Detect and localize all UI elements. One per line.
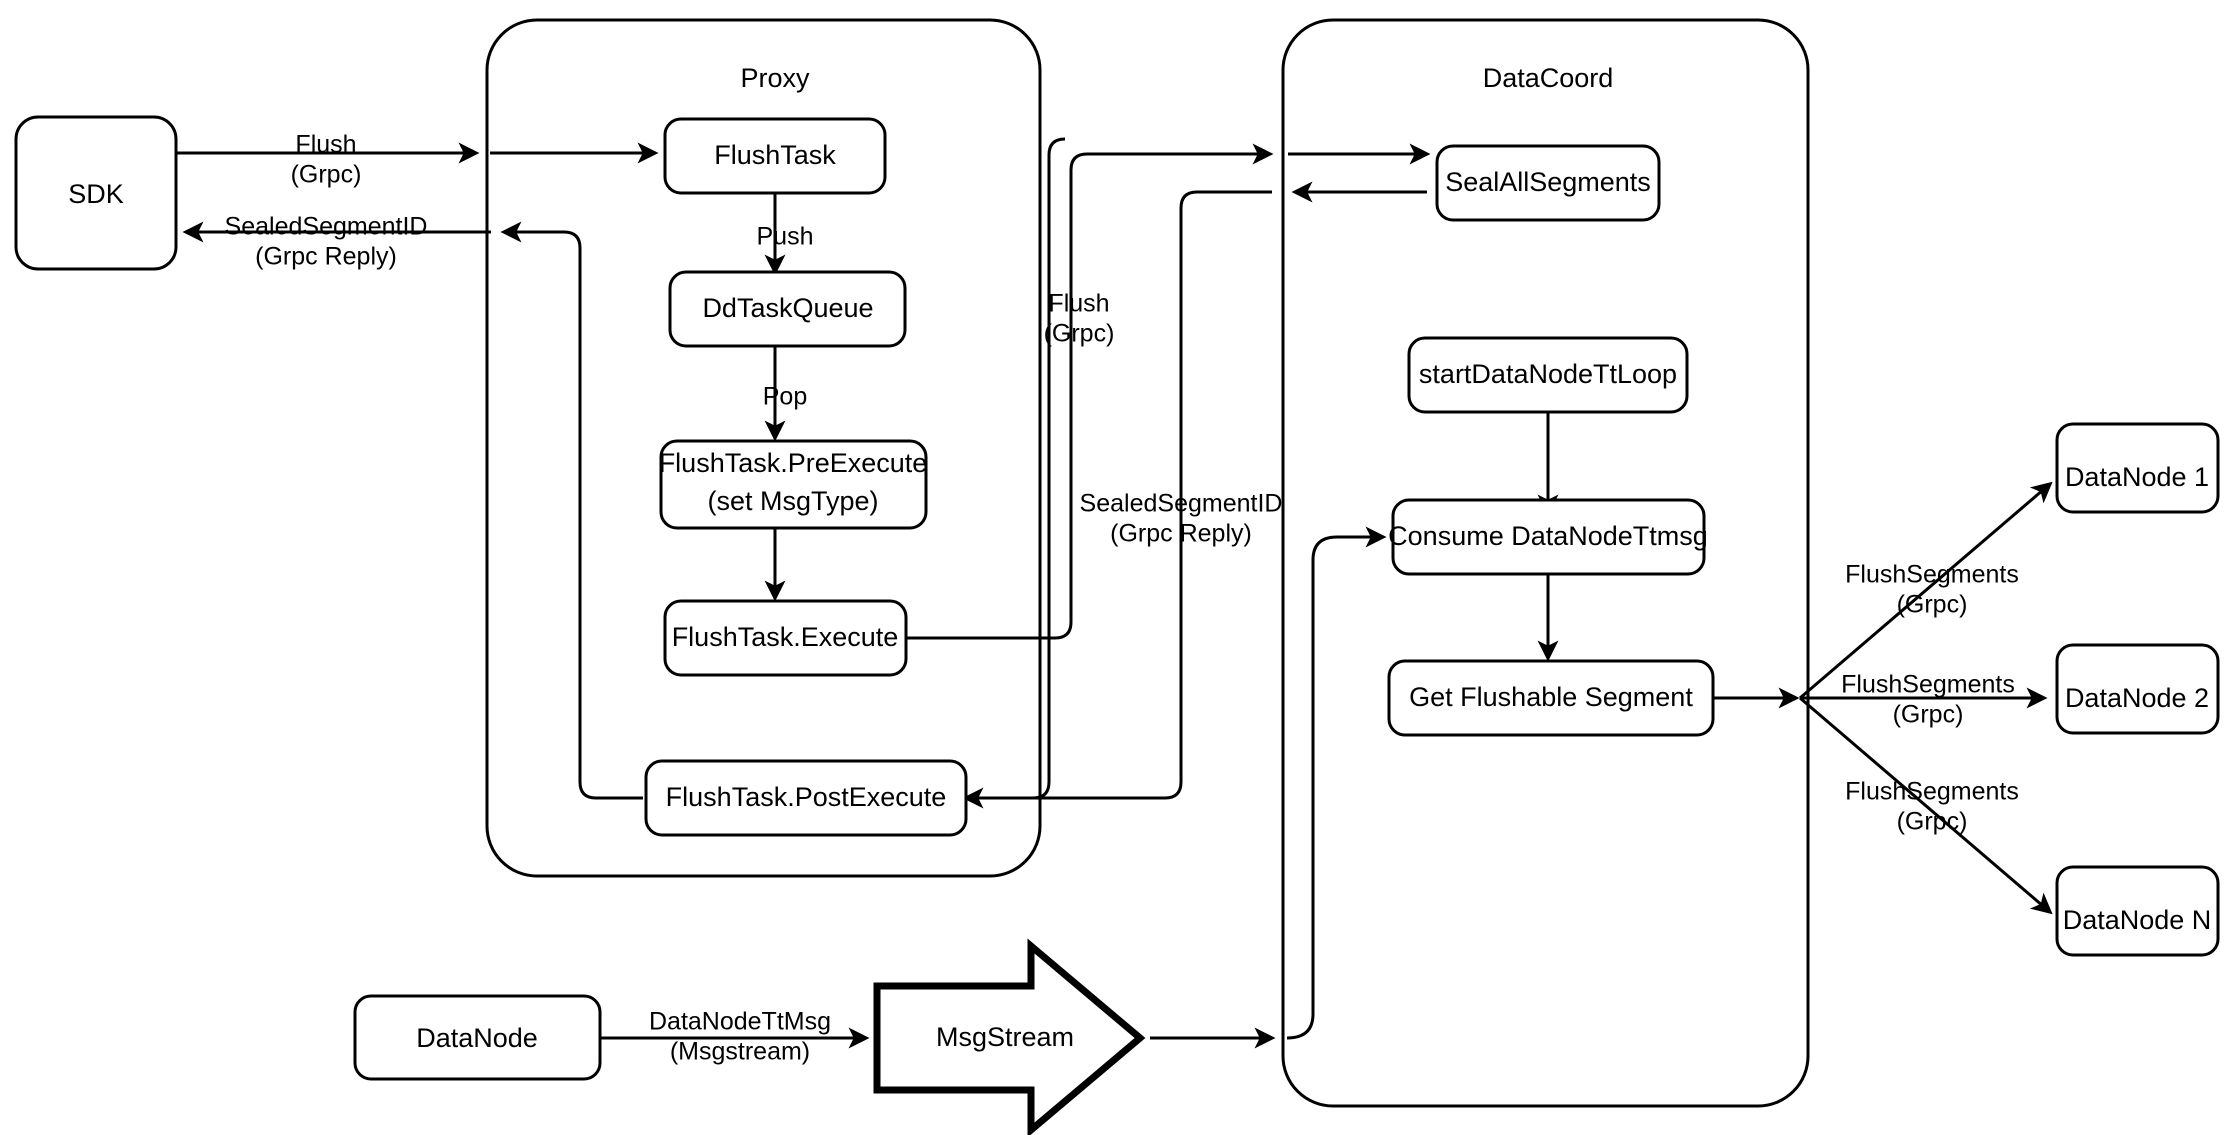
edge-label-proxy-coord-flush-line2: (Grpc) bbox=[1044, 320, 1115, 348]
edge-hub-to-datanode-n bbox=[1799, 696, 2053, 915]
datanode-2-box[interactable] bbox=[2055, 643, 2220, 735]
consume-datanodettmsg-label: Consume DataNodeTtmsg bbox=[1388, 521, 1708, 551]
node-datanode-n[interactable]: DataNode N bbox=[2055, 865, 2220, 957]
edge-label-flushsegments-n-line2: (Grpc) bbox=[1897, 808, 1968, 836]
postexecute-label: FlushTask.PostExecute bbox=[666, 782, 947, 812]
consume-datanodettmsg-box[interactable] bbox=[1391, 498, 1706, 576]
edge-label-proxy-coord-flush-line1: Flush bbox=[1048, 290, 1109, 318]
datanode-n-box[interactable] bbox=[2055, 865, 2220, 957]
datanode-1-label: DataNode 1 bbox=[2065, 462, 2209, 492]
edge-coordboundary-to-consume bbox=[1286, 526, 1387, 1040]
node-datanode-2[interactable]: DataNode 2 bbox=[2055, 643, 2220, 735]
msgstream-arrow-shape[interactable] bbox=[873, 938, 1146, 1135]
edge-label-sealedsegmentid-reply-line1: SealedSegmentID bbox=[225, 213, 428, 241]
node-postexecute[interactable]: FlushTask.PostExecute bbox=[644, 759, 968, 837]
node-flushtask[interactable]: FlushTask bbox=[663, 117, 887, 195]
edge-label-pop: Pop bbox=[763, 383, 807, 411]
edge-label-flushsegments-1-line2: (Grpc) bbox=[1897, 591, 1968, 619]
edge-label-push: Push bbox=[757, 223, 814, 251]
get-flushable-segment-label: Get Flushable Segment bbox=[1409, 682, 1693, 712]
datanode-n-label: DataNode N bbox=[2063, 905, 2212, 935]
edge-label-flush-grpc-line1: Flush bbox=[295, 131, 356, 159]
edge-label-flushsegments-2-line2: (Grpc) bbox=[1893, 701, 1964, 729]
node-sealallsegments[interactable]: SealAllSegments bbox=[1435, 144, 1661, 222]
edge-execute-to-proxyboundary bbox=[906, 143, 1274, 640]
edge-label-coord-proxy-reply-line2: (Grpc Reply) bbox=[1110, 520, 1252, 548]
node-consume-datanodettmsg[interactable]: Consume DataNodeTtmsg bbox=[1388, 498, 1708, 576]
preexecute-box[interactable] bbox=[659, 439, 928, 530]
datacoord-container bbox=[1281, 18, 1810, 1108]
datanode-1-box[interactable] bbox=[2055, 422, 2220, 514]
node-sdk[interactable]: SDK bbox=[14, 115, 178, 271]
edge-hub-to-datanode-1 bbox=[1799, 481, 2053, 700]
edge-label-flushsegments-1-line1: FlushSegments bbox=[1845, 561, 2019, 589]
startdatanodettloop-label: startDataNodeTtLoop bbox=[1419, 359, 1677, 389]
edge-label-datanodettmsg-line2: (Msgstream) bbox=[670, 1038, 810, 1066]
edge-label-flush-grpc-line2: (Grpc) bbox=[291, 161, 362, 189]
edge-postexecute-to-reply bbox=[500, 221, 643, 800]
ddtaskqueue-box[interactable] bbox=[668, 270, 907, 348]
datanode-2-label: DataNode 2 bbox=[2065, 683, 2209, 713]
node-ddtaskqueue[interactable]: DdTaskQueue bbox=[668, 270, 907, 348]
datanode-bottom-box[interactable] bbox=[353, 994, 602, 1081]
proxy-title: Proxy bbox=[740, 63, 810, 93]
edge-label-sealedsegmentid-reply-line2: (Grpc Reply) bbox=[255, 243, 397, 271]
edge-coordboundary-to-postexecute bbox=[962, 190, 1272, 809]
sdk-label: SDK bbox=[68, 179, 124, 209]
preexecute-label-line1: FlushTask.PreExecute bbox=[659, 448, 928, 478]
node-execute[interactable]: FlushTask.Execute bbox=[663, 599, 908, 677]
msgstream-label: MsgStream bbox=[936, 1022, 1074, 1052]
node-datanode-1[interactable]: DataNode 1 bbox=[2055, 422, 2220, 514]
edge-label-flushsegments-n-line1: FlushSegments bbox=[1845, 778, 2019, 806]
sealallsegments-label: SealAllSegments bbox=[1445, 167, 1651, 197]
flushtask-label: FlushTask bbox=[714, 140, 836, 170]
flushtask-box[interactable] bbox=[663, 117, 887, 195]
proxy-container bbox=[485, 18, 1042, 878]
ddtaskqueue-label: DdTaskQueue bbox=[702, 293, 873, 323]
group-datacoord: DataCoord bbox=[1281, 18, 1810, 1108]
datacoord-title: DataCoord bbox=[1483, 63, 1614, 93]
postexecute-box[interactable] bbox=[644, 759, 968, 837]
edge-coord-reply-down bbox=[1032, 137, 1066, 800]
node-datanode-bottom[interactable]: DataNode bbox=[353, 994, 602, 1081]
node-startdatanodettloop[interactable]: startDataNodeTtLoop bbox=[1407, 336, 1689, 414]
preexecute-label-line2: (set MsgType) bbox=[707, 486, 878, 516]
edge-label-datanodettmsg-line1: DataNodeTtMsg bbox=[649, 1008, 831, 1036]
edge-label-flushsegments-2-line1: FlushSegments bbox=[1841, 671, 2015, 699]
sdk-box[interactable] bbox=[14, 115, 178, 271]
node-preexecute[interactable]: FlushTask.PreExecute (set MsgType) bbox=[659, 439, 928, 530]
node-get-flushable-segment[interactable]: Get Flushable Segment bbox=[1387, 659, 1715, 737]
datanode-bottom-label: DataNode bbox=[416, 1023, 538, 1053]
execute-box[interactable] bbox=[663, 599, 908, 677]
get-flushable-segment-box[interactable] bbox=[1387, 659, 1715, 737]
startdatanodettloop-box[interactable] bbox=[1407, 336, 1689, 414]
group-proxy: Proxy bbox=[485, 18, 1042, 878]
node-msgstream[interactable]: MsgStream bbox=[873, 938, 1146, 1135]
edge-label-coord-proxy-reply-line1: SealedSegmentID bbox=[1080, 490, 1283, 518]
execute-label: FlushTask.Execute bbox=[672, 622, 899, 652]
sealallsegments-box[interactable] bbox=[1435, 144, 1661, 222]
